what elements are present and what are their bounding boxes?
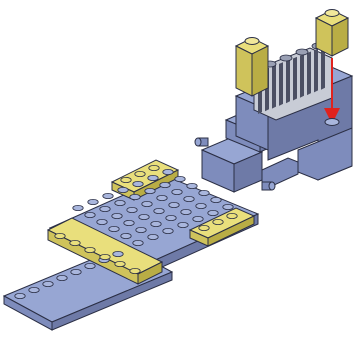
target-stud	[324, 118, 340, 126]
plate-stud	[108, 225, 120, 232]
grille-stud	[279, 54, 293, 62]
long-plate-stud	[84, 262, 96, 269]
yellow-tile-stud	[120, 176, 132, 183]
grille-slat	[286, 59, 290, 104]
long-plate-stud	[28, 286, 40, 293]
plate-stud	[168, 201, 180, 208]
yellow-tile-stud	[129, 267, 141, 274]
grille-slat	[314, 48, 318, 93]
long-plate-stud	[56, 274, 68, 281]
plate-stud	[120, 232, 132, 239]
plate-stud	[99, 205, 111, 212]
grille-slat	[307, 51, 311, 96]
plate-stud	[123, 219, 135, 226]
plate-stud	[117, 186, 129, 193]
grille-slat	[293, 56, 297, 101]
yellow-tile-stud	[84, 246, 96, 253]
plate-stud	[192, 215, 204, 222]
plate-stud	[132, 180, 144, 187]
technic-pin-right	[261, 181, 276, 191]
yellow-tile-stud	[99, 253, 111, 260]
new-yellow-brick	[314, 9, 350, 57]
plate-stud	[183, 195, 195, 202]
yellow-tile-stud	[148, 164, 160, 171]
plate-stud	[162, 227, 174, 234]
yellow-tile-stud	[212, 218, 224, 225]
plate-stud	[129, 193, 141, 200]
plate-stud	[177, 221, 189, 228]
plate-stud	[174, 175, 186, 182]
grille-slat	[321, 46, 325, 90]
yellow-tile-stud	[114, 260, 126, 267]
plate-stud	[162, 168, 174, 175]
plate-stud	[72, 204, 84, 211]
plate-stud	[165, 214, 177, 221]
technic-pin-left	[194, 137, 209, 147]
plate-stud	[84, 211, 96, 218]
plate-stud	[159, 181, 171, 188]
plate-stud	[156, 194, 168, 201]
plate-stud	[138, 213, 150, 220]
grille-slat	[272, 65, 276, 109]
plate-stud	[195, 202, 207, 209]
yellow-post-left	[234, 37, 270, 97]
grille-slat	[279, 62, 283, 106]
long-plate-stud	[42, 280, 54, 287]
long-plate-stud	[14, 292, 26, 299]
plate-stud	[96, 218, 108, 225]
plate-stud	[147, 174, 159, 181]
yellow-tile-stud	[134, 170, 146, 177]
plate-stud	[147, 233, 159, 240]
grille-slat	[300, 54, 304, 98]
plate-stud	[135, 226, 147, 233]
yellow-tile-stud	[226, 212, 238, 219]
plate-stud	[186, 182, 198, 189]
plate-stud	[87, 198, 99, 205]
yellow-tile-stud	[54, 232, 66, 239]
plate-stud	[126, 206, 138, 213]
grille-panel	[253, 42, 333, 121]
plate-stud	[144, 187, 156, 194]
long-plate-stud	[70, 268, 82, 275]
plate-stud	[114, 199, 126, 206]
plate-stud	[180, 208, 192, 215]
plate-stud	[171, 188, 183, 195]
long-plate-stud	[112, 250, 124, 257]
yellow-tile-stud	[69, 239, 81, 246]
plate-stud	[150, 220, 162, 227]
grille-stud	[295, 48, 309, 56]
plate-stud	[222, 203, 234, 210]
plate-stud	[132, 239, 144, 246]
plate-stud	[141, 200, 153, 207]
plate-stud	[153, 207, 165, 214]
yellow-tile-stud	[198, 224, 210, 231]
plate-stud	[207, 209, 219, 216]
plate-stud	[198, 189, 210, 196]
plate-stud	[102, 192, 114, 199]
plate-stud	[111, 212, 123, 219]
plate-stud	[210, 196, 222, 203]
